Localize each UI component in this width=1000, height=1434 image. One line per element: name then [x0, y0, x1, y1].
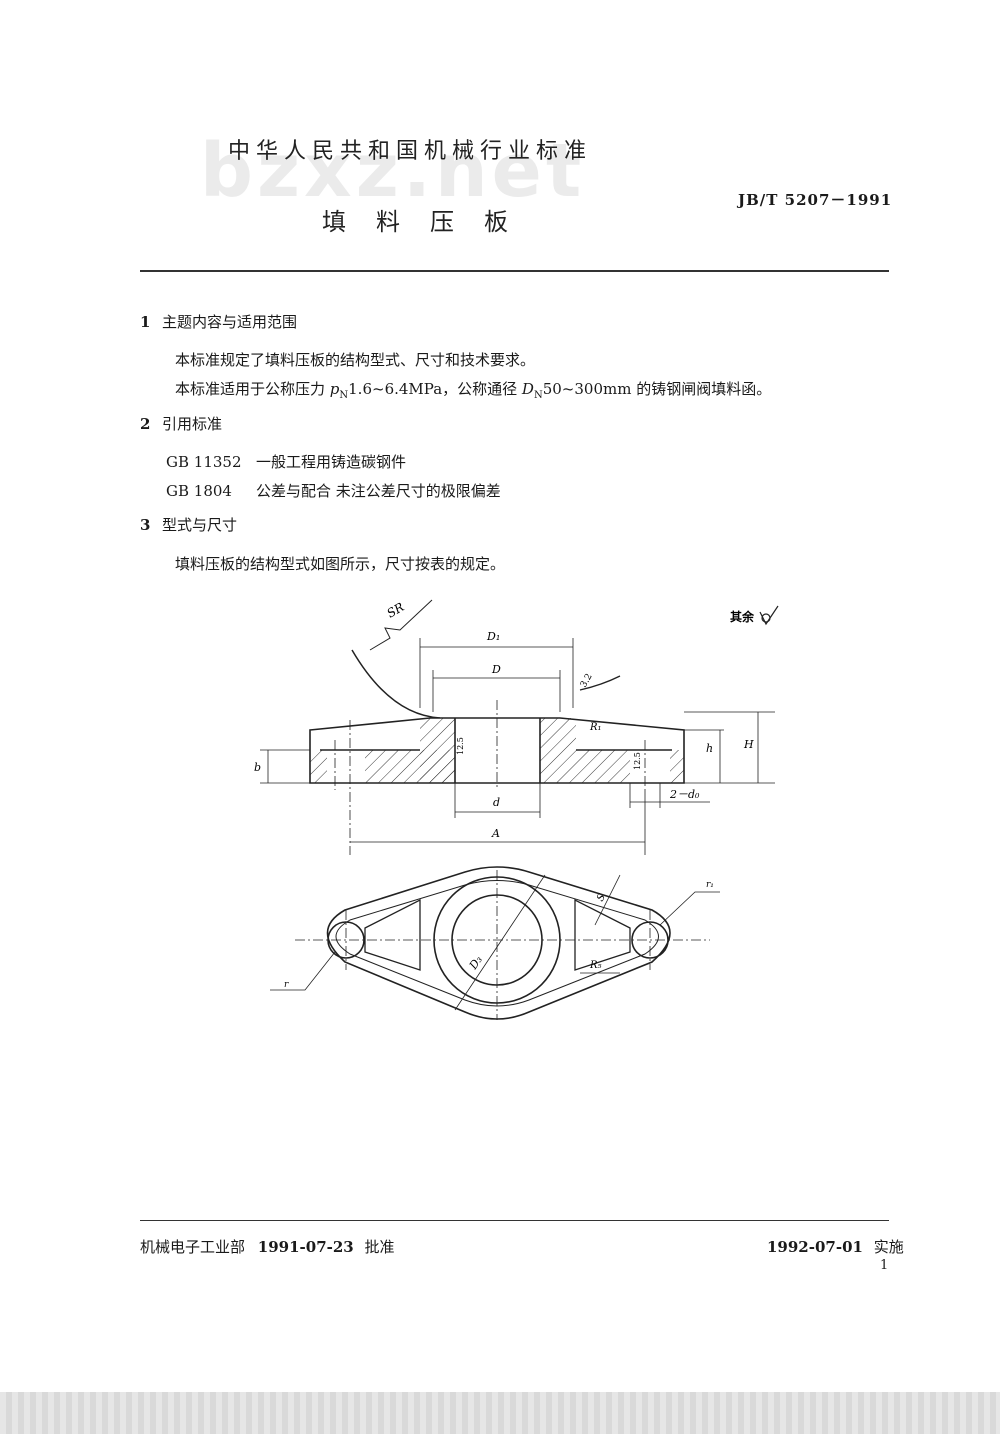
implementation-label: 实施 [873, 1238, 904, 1256]
watermark: bzxz.net [200, 128, 586, 214]
implementation-date: 1992-07-01 [767, 1238, 863, 1256]
para-text: 1.6~6.4MPa，公称通径 [348, 380, 522, 398]
label-h: h [706, 742, 713, 755]
label-R1: R₁ [589, 722, 602, 733]
section-title: 型式与尺寸 [162, 516, 238, 534]
label-H: H [743, 738, 754, 751]
section-2-heading: 2 引用标准 [140, 413, 222, 434]
label-R5: R₅ [589, 960, 602, 971]
approval-label: 批准 [364, 1238, 395, 1256]
reference-title: 一般工程用铸造碳钢件 [256, 453, 407, 471]
plan-centerlines [295, 870, 710, 1020]
footer-rule [140, 1220, 889, 1221]
section-3-heading: 3 型式与尺寸 [140, 514, 237, 535]
reference-code: GB 11352 [166, 453, 242, 471]
label-roughness-12-5-a: 12.5 [456, 737, 465, 755]
roughness-symbol-icon [759, 605, 779, 626]
footer-implementation: 1992-07-01 实施 [767, 1236, 904, 1257]
para-text: 本标准适用于公称压力 [175, 380, 330, 398]
label-b: b [254, 761, 261, 774]
plan-view [326, 866, 671, 1020]
section-number: 1 [140, 313, 151, 331]
sr-arc-right [579, 675, 621, 691]
viewer-bottom-bar [0, 1392, 1000, 1434]
sr-leader [369, 599, 433, 651]
header-rule [140, 270, 889, 272]
label-d: d [493, 796, 500, 809]
roughness-note: 其余 [730, 609, 755, 624]
label-S: S [595, 892, 608, 904]
label-D: D [491, 663, 501, 676]
document-title: 填料压板 [322, 208, 538, 236]
symbol-d: D [521, 380, 534, 398]
packing-gland-drawing: 其余 SR D₁ D 3.2 12.5 12.5 R₁ [254, 599, 779, 1020]
label-D1: D₁ [486, 630, 500, 643]
r1-leader [659, 891, 720, 926]
para-text: 50~300mm 的铸钢闸阀填料函。 [542, 380, 772, 398]
symbol-p: p [329, 380, 340, 398]
section-1-para-1: 本标准规定了填料压板的结构型式、尺寸和技术要求。 [175, 351, 536, 369]
reference-item: GB 1804 公差与配合 未注公差尺寸的极限偏差 [166, 480, 501, 501]
reference-title: 公差与配合 未注公差尺寸的极限偏差 [256, 482, 501, 500]
label-2-d0: 2－d₀ [669, 788, 700, 801]
centerlines [334, 700, 646, 855]
label-r: r [284, 980, 289, 990]
label-A: A [491, 827, 500, 840]
reference-item: GB 11352 一般工程用铸造碳钢件 [166, 451, 406, 472]
label-roughness-12-5-b: 12.5 [633, 752, 642, 770]
label-SR: SR [385, 600, 407, 621]
standard-code: JB/T 5207－1991 [738, 191, 893, 209]
sr-arc [351, 649, 441, 719]
reference-code: GB 1804 [166, 482, 232, 500]
label-r1: r₁ [706, 880, 714, 890]
subscript: N [339, 390, 349, 401]
section-1-para-2: 本标准适用于公称压力 pN1.6~6.4MPa，公称通径 DN50~300mm … [175, 378, 771, 401]
section-number: 3 [140, 516, 151, 534]
approval-date: 1991-07-23 [257, 1238, 354, 1256]
section-hatching [310, 718, 684, 783]
subscript: N [533, 390, 543, 401]
section-1-heading: 1 主题内容与适用范围 [140, 311, 297, 332]
section-3-para: 填料压板的结构型式如图所示，尺寸按表的规定。 [175, 555, 506, 573]
r-leader [270, 951, 336, 991]
standard-category: 中华人民共和国机械行业标准 [228, 139, 593, 164]
footer-approval: 机械电子工业部 1991-07-23 批准 [140, 1236, 395, 1257]
section-title: 主题内容与适用范围 [162, 313, 298, 331]
dim-line-D3 [454, 874, 546, 1011]
section-number: 2 [140, 415, 151, 433]
page-number: 1 [880, 1258, 889, 1273]
issuing-org: 机械电子工业部 [140, 1238, 246, 1256]
section-title: 引用标准 [162, 415, 223, 433]
